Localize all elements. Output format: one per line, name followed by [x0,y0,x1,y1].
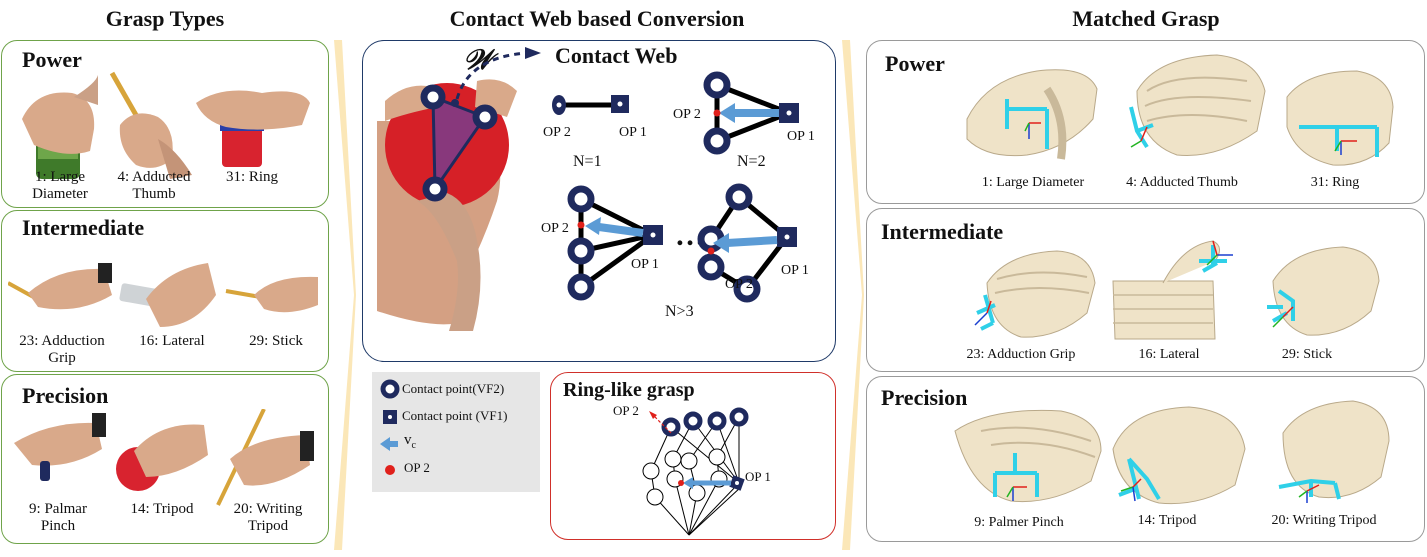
grasp-caption: 9: Palmar Pinch [29,501,87,534]
panel-title: Precision [22,383,109,408]
column-title-conversion: Contact Web based Conversion [449,6,745,31]
ring-op2-label: OP 2 [613,403,639,418]
ring-grasp-diagram [642,407,749,536]
op1-label: OP 1 [631,257,659,272]
grasp-panel-power: Power 1: Large Diameter 4: Adducted Thum… [1,40,329,208]
matched-caption: 20: Writing Tripod [1271,513,1377,528]
separator-chevron-left [334,40,356,550]
legend-vf2: Contact point(VF2) [402,381,505,396]
grasp-caption: 23: Adduction Grip [19,333,105,366]
grasp-caption: 14: Tripod [130,501,194,517]
robot-hand-lateral [1112,240,1233,340]
panel-title: Precision [881,385,968,410]
contact-web-title: Contact Web [555,43,678,68]
contact-web-n3-right [697,183,797,303]
matched-caption: 31: Ring [1310,175,1360,190]
photo-large-diameter [22,75,98,179]
matched-panel-power: Power 1: Large Diameter 4: Adducted Thum… [866,40,1425,204]
photo-hand-ball [377,79,517,331]
contact-web-n2 [703,71,799,155]
photo-tripod [116,424,208,491]
dashed-arrow [455,47,541,100]
photo-adduction-grip [8,263,112,310]
robot-hand-large-diameter [966,69,1098,160]
robot-hand-ring [1286,70,1394,166]
grasp-caption: 4: Adducted Thumb [117,169,191,202]
robot-hand-adducted-thumb [1129,54,1266,156]
robot-hand-adduction-grip [974,250,1096,338]
matched-caption: 23: Adduction Grip [966,347,1076,362]
matched-caption: 14: Tripod [1137,513,1197,528]
op1-label: OP 1 [787,129,815,144]
grasp-caption: 20: Writing Tripod [233,501,303,534]
grasp-panel-intermediate: Intermediate 23: Adduction Grip 16: Late… [1,210,329,372]
contact-web-n1 [552,95,629,115]
op2-label: OP 2 [725,277,753,292]
grasp-caption: 31: Ring [225,169,279,185]
panel-title: Power [22,47,82,72]
photo-writing-tripod [216,409,314,506]
grasp-caption: 1: Large Diameter [32,169,88,202]
legend-box: Contact point(VF2) Contact point (VF1) v… [372,372,540,492]
matched-caption: 1: Large Diameter [981,175,1085,190]
column-title-matched: Matched Grasp [1072,6,1220,31]
matched-caption: 4: Adducted Thumb [1126,175,1238,190]
ring-grasp-title: Ring-like grasp [563,379,695,401]
photo-adducted-thumb [109,71,192,179]
legend-vc: vc [404,432,416,451]
op2-label: OP 2 [543,125,571,140]
matched-caption: 9: Palmer Pinch [974,515,1064,530]
matched-caption: 29: Stick [1281,347,1333,362]
legend-icons [380,379,400,475]
robot-hand-palmer-pinch [954,409,1102,503]
n2-label: N=2 [737,153,766,170]
matched-panel-intermediate: Intermediate 23: Adduction Grip 16: Late… [866,208,1425,372]
photo-stick [225,276,318,313]
panel-title: Intermediate [22,215,145,240]
column-title-grasp-types: Grasp Types [105,6,225,31]
ring-grasp-panel: Ring-like grasp [550,372,836,540]
grasp-caption: 16: Lateral [139,333,205,349]
ring-op1-label: OP 1 [745,469,771,484]
n1-label: N=1 [573,153,602,170]
robot-hand-writing-tripod [1278,400,1390,503]
photo-ring [196,90,310,167]
op2-label: OP 2 [673,107,701,122]
op1-label: OP 1 [781,263,809,278]
op1-label: OP 1 [619,125,647,140]
contact-web-symbol: 𝒲 [463,45,493,76]
panel-title: Power [885,51,945,76]
photo-palmar-pinch [14,413,106,481]
panel-title: Intermediate [881,219,1004,244]
grasp-panel-precision: Precision 9: Palmar Pinch 14: Tripod 20:… [1,374,329,544]
legend-op2: OP 2 [404,460,430,475]
photo-lateral [119,263,216,327]
legend-vf1: Contact point (VF1) [402,408,508,423]
matched-panel-precision: Precision 9: Palmer Pinch 14: Tripod 20:… [866,376,1425,542]
separator-chevron-right [842,40,864,550]
op2-label: OP 2 [541,221,569,236]
robot-hand-stick [1267,246,1380,336]
matched-caption: 16: Lateral [1138,347,1200,362]
robot-hand-tripod [1112,406,1246,505]
contact-web-panel: 𝒲 Contact Web OP 2 OP 1 N=1 OP 2 OP 1 N=… [362,40,836,362]
n3-label: N>3 [665,303,694,320]
grasp-caption: 29: Stick [249,333,303,349]
contact-web-n3-left [567,185,663,301]
